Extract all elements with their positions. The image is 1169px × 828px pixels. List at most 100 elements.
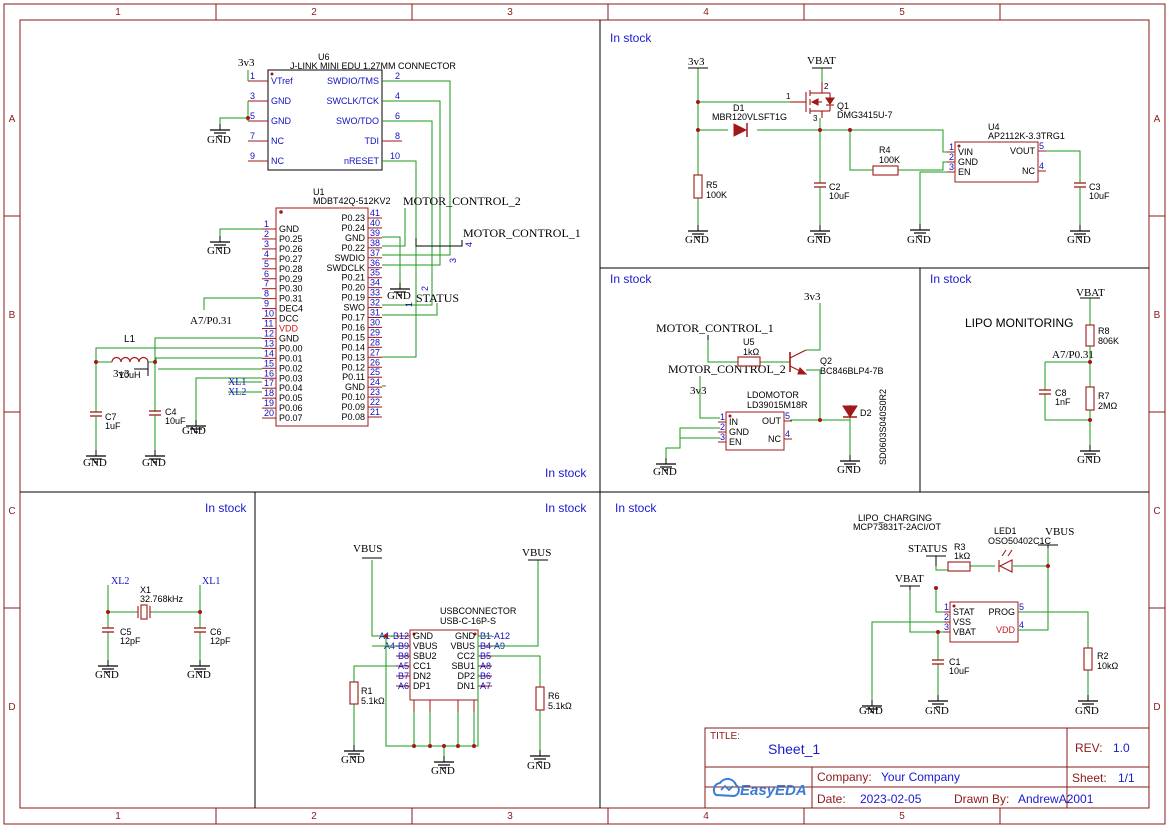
pin-name: P0.28 [279, 264, 303, 274]
pin-number: 3 [949, 162, 954, 172]
net-vbus-charger: VBUS [1045, 526, 1074, 538]
frame-row-label: D [1153, 702, 1160, 713]
net-gnd-mcu3: GND [182, 425, 206, 437]
net-gnd-r6: GND [527, 760, 551, 772]
usbc-value: USB-C-16P-S [440, 616, 496, 626]
r7-value: 2MΩ [1098, 401, 1118, 411]
pin-name: GND [345, 233, 366, 243]
pin-name: IN [729, 417, 738, 427]
pin-number: 9 [264, 299, 269, 309]
pin-number: 5 [1019, 602, 1024, 612]
pin-number: 14 [264, 348, 274, 358]
pin-number: 19 [264, 398, 274, 408]
pin-number: 1 [944, 602, 949, 612]
pin-name: SWO [344, 303, 366, 313]
panel-label-charger: In stock [615, 501, 657, 515]
c7-value: 1uF [105, 421, 121, 431]
q1-value: DMG3415U-7 [837, 110, 893, 120]
pin-number: 5 [250, 111, 255, 121]
ldomotor-value: LD39015M18R [747, 400, 808, 410]
c2-value: 10uF [829, 191, 850, 201]
pin-number: 25 [370, 367, 380, 377]
company-label: Company: [817, 770, 872, 784]
pin-name: VBAT [953, 627, 976, 637]
drawn-by-label: Drawn By: [954, 792, 1009, 806]
c8-ref: C8 [1055, 388, 1067, 398]
frame-col-label: 2 [311, 811, 317, 822]
net-gnd-charger1: GND [859, 705, 883, 717]
lipo-wires [1044, 298, 1091, 445]
usbc-ref: USBCONNECTOR [440, 606, 517, 616]
pin-number: 31 [370, 308, 380, 318]
pin-name: P0.22 [341, 243, 365, 253]
mosfet-q1 [790, 82, 836, 118]
charger-wires [871, 548, 1089, 700]
usb-pin-outer: B5 [480, 651, 491, 661]
pin-number: 10 [264, 309, 274, 319]
usb-pin-name: DN2 [413, 671, 431, 681]
capacitor-c8 [1039, 389, 1051, 395]
svg-text:1: 1 [786, 92, 791, 101]
pin-name: SWCLK/TCK [326, 96, 379, 106]
frame-col-label: 4 [703, 811, 709, 822]
r4-ref: R4 [879, 145, 891, 155]
net-motor2-motor: MOTOR_CONTROL_2 [668, 362, 786, 376]
capacitor-c6 [194, 627, 206, 633]
net-vbat-lipo: VBAT [1076, 287, 1105, 299]
pin-number: 1 [264, 219, 269, 229]
net-gnd-c6: GND [187, 669, 211, 681]
panel-dividers [20, 20, 1149, 808]
pin-number: 33 [370, 288, 380, 298]
pin-number: 16 [264, 368, 274, 378]
net-gnd-mcu1: GND [207, 245, 231, 257]
usb-pin-name: DP2 [457, 671, 475, 681]
pin-number: 3 [250, 91, 255, 101]
c5-value: 12pF [120, 636, 141, 646]
pin-number: 30 [370, 317, 380, 327]
pin-number: 39 [370, 228, 380, 238]
pin-name: VOUT [1010, 146, 1036, 156]
net-gnd-r2: GND [1075, 705, 1099, 717]
pin-name: P0.26 [279, 244, 303, 254]
pin-name: NC [768, 434, 781, 444]
usb-pin-name: VBUS [450, 641, 475, 651]
l1-value: 10uH [119, 370, 141, 380]
pin-name: P0.09 [341, 402, 365, 412]
u6-ref: U6 [318, 52, 330, 62]
sheet-frame [3, 3, 1166, 825]
pin-name: P0.31 [279, 294, 303, 304]
frame-row-label: A [9, 114, 16, 125]
resistor-r1 [349, 681, 359, 705]
net-3v3-jlink: 3v3 [238, 57, 255, 69]
pin-name: TDI [365, 136, 380, 146]
pin-name: P0.17 [341, 313, 365, 323]
net-motor2-mcu: MOTOR_CONTROL_2 [403, 194, 521, 208]
pin-name: P0.21 [341, 273, 365, 283]
frame-row-label: D [8, 702, 15, 713]
pin-name: GND [271, 116, 292, 126]
net-vbat-charger: VBAT [895, 573, 924, 585]
panel-label-usb: In stock [545, 501, 587, 515]
r1-ref: R1 [361, 686, 373, 696]
pin-name: P0.02 [279, 363, 303, 373]
frame-row-label: B [9, 310, 16, 321]
ldomotor-ref: LDOMOTOR [747, 390, 799, 400]
c3-value: 10uF [1089, 191, 1110, 201]
net-vbat-ldo: VBAT [807, 55, 836, 67]
inductor-l1 [111, 356, 149, 363]
pin-number: 7 [250, 131, 255, 141]
pin-number: 17 [264, 378, 274, 388]
u6-name: J-LINK MINI EDU 1.27MM CONNECTOR [290, 61, 456, 71]
r3-ref: R3 [954, 542, 966, 552]
pin-number: 23 [370, 387, 380, 397]
led1-ref: LED1 [994, 526, 1017, 536]
usb-pin-name: SBU2 [413, 651, 437, 661]
company-value: Your Company [881, 770, 960, 784]
svg-text:2: 2 [824, 82, 829, 91]
net-gnd-r5: GND [685, 234, 709, 246]
easyeda-logo: EasyEDA [712, 778, 807, 799]
pin-name: P0.25 [279, 234, 303, 244]
